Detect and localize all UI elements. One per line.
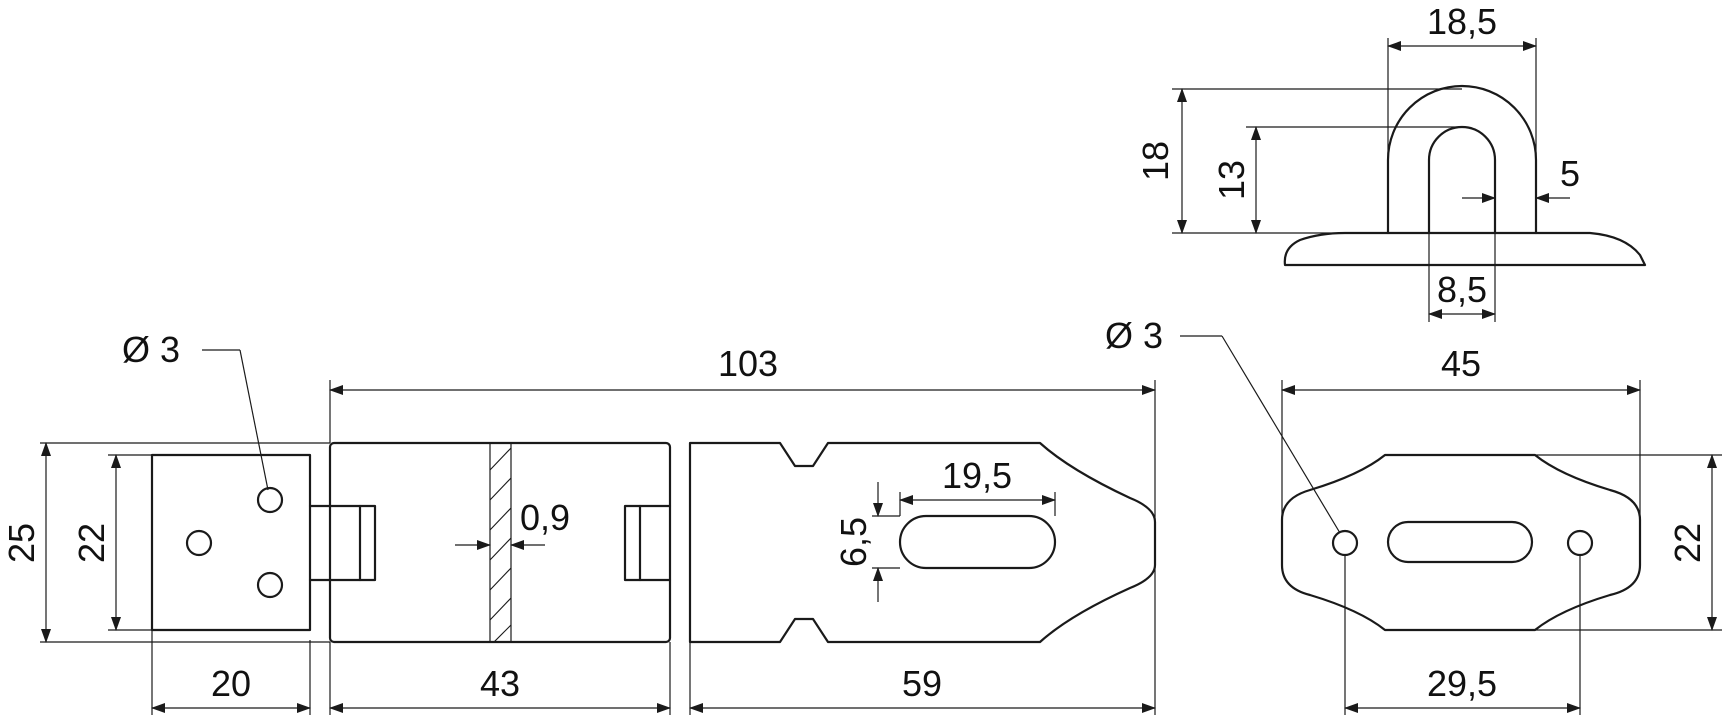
staple-loop-inner	[1427, 125, 1497, 235]
dim-plate-length: 45	[1441, 343, 1481, 384]
hinge-hole-3	[256, 571, 284, 599]
dim-hinge-length: 20	[211, 663, 251, 704]
dim-staple-wire: 5	[1560, 153, 1580, 194]
hinge-hole-1	[256, 486, 284, 514]
hasp-slot	[898, 514, 1057, 570]
hinge-hole-2	[185, 529, 213, 557]
hinge-leaf	[150, 453, 312, 632]
dim-overall-length: 103	[718, 343, 778, 384]
dim-slot-width: 6,5	[833, 517, 874, 567]
hasp-dimensions: 103 20 43 59 25 22 Ø 3 0,9 19	[1, 329, 1156, 715]
staple-plate	[1280, 453, 1642, 632]
dim-plate-height: 22	[1667, 523, 1708, 563]
dim-slot-length: 19,5	[942, 455, 1012, 496]
plate-slot	[1386, 520, 1534, 564]
dim-hasp-length: 59	[902, 663, 942, 704]
dim-middle-length: 43	[480, 663, 520, 704]
plate-hole-left	[1331, 529, 1359, 557]
dim-thickness: 0,9	[520, 497, 570, 538]
hinge-knuckle-right	[623, 504, 672, 582]
hole-callout-plate: Ø 3	[1105, 315, 1163, 356]
hasp-plate	[688, 441, 1157, 644]
staple-loop	[1386, 84, 1538, 235]
hole-callout-hasp: Ø 3	[122, 329, 180, 370]
dim-hole-spacing: 29,5	[1427, 663, 1497, 704]
hinge-knuckle-left	[308, 504, 377, 582]
staple-base	[1283, 231, 1647, 267]
dim-staple-inner-height: 13	[1211, 160, 1252, 200]
dim-inner-height: 22	[71, 523, 112, 563]
plate-dimensions: 45 22 29,5 Ø 3	[1105, 315, 1722, 715]
dim-staple-inner-width: 8,5	[1437, 269, 1487, 310]
dim-staple-height: 18	[1135, 141, 1176, 181]
section-hatching	[489, 447, 512, 643]
dim-staple-width: 18,5	[1427, 1, 1497, 42]
plate-outline	[1280, 453, 1642, 632]
dim-outer-height: 25	[1, 523, 42, 563]
staple-dimensions: 18,5 18 13 5 8,5	[1135, 1, 1580, 322]
staple-part	[1283, 84, 1647, 267]
plate-hole-right	[1566, 529, 1594, 557]
middle-plate	[328, 441, 672, 644]
